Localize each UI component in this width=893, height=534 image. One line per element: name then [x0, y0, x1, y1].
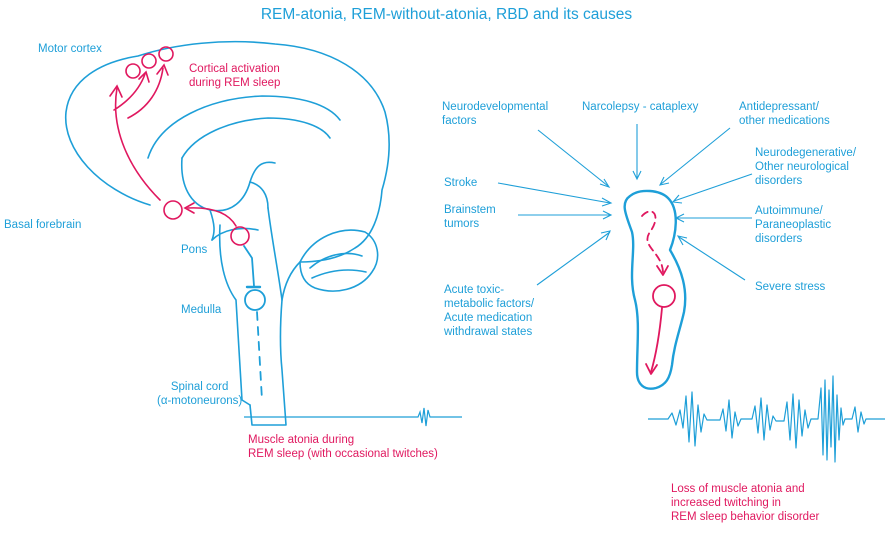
- emg-rbd-trace: [648, 376, 885, 462]
- brainstem-red-neuron: [653, 285, 675, 307]
- brainstem-contour: [220, 208, 282, 405]
- cortex-neuron-2: [142, 54, 156, 68]
- arrow-acute-toxic: [537, 232, 610, 285]
- brainstem-red-path: [642, 211, 663, 272]
- label-spinal-cord: Spinal cord (α-motoneurons): [157, 380, 242, 408]
- label-narcolepsy: Narcolepsy - cataplexy: [582, 100, 698, 114]
- page-title: REM-atonia, REM-without-atonia, RBD and …: [0, 6, 893, 24]
- label-basal-forebrain: Basal forebrain: [4, 218, 81, 232]
- label-autoimmune: Autoimmune/ Paraneoplastic disorders: [755, 204, 831, 246]
- arrow-severe-stress: [679, 237, 745, 280]
- label-acute-toxic: Acute toxic- metabolic factors/ Acute me…: [444, 283, 534, 339]
- label-stroke: Stroke: [444, 176, 477, 190]
- pons-neuron: [231, 227, 249, 245]
- label-rbd: Loss of muscle atonia and increased twit…: [671, 482, 819, 524]
- label-neurodevelopmental: Neurodevelopmental factors: [442, 100, 548, 128]
- brain-sagittal-drawing: [66, 42, 389, 425]
- pons-to-medulla-line: [244, 246, 254, 286]
- label-muscle-atonia: Muscle atonia during REM sleep (with occ…: [248, 433, 438, 461]
- label-pons: Pons: [181, 243, 207, 257]
- medulla-neuron: [245, 290, 265, 310]
- basal-forebrain-neuron: [164, 201, 182, 219]
- cortex-neuron-1: [126, 64, 140, 78]
- label-antidepressant: Antidepressant/ other medications: [739, 100, 830, 128]
- arrow-antidepressant: [661, 128, 730, 184]
- corpus-callosum-upper: [148, 96, 340, 158]
- thalamus-contour: [182, 158, 275, 211]
- label-severe-stress: Severe stress: [755, 280, 825, 294]
- label-cortical-activation: Cortical activation during REM sleep: [189, 62, 280, 90]
- arrow-neurodevelopmental: [538, 130, 608, 186]
- arrow-stroke: [498, 183, 610, 203]
- label-motor-cortex: Motor cortex: [38, 42, 102, 56]
- brainstem-schematic: [625, 191, 686, 389]
- arrow-cortex-2: [114, 74, 145, 110]
- label-medulla: Medulla: [181, 303, 221, 317]
- corpus-callosum-lower: [182, 118, 330, 158]
- emg-atonia-trace: [244, 408, 462, 426]
- label-neurodegenerative: Neurodegenerative/ Other neurological di…: [755, 146, 856, 188]
- label-brainstem-tumors: Brainstem tumors: [444, 203, 496, 231]
- brainstem-red-arrow: [651, 308, 662, 372]
- atonia-pathway: [244, 246, 265, 400]
- arrow-neurodegenerative: [674, 174, 752, 201]
- brain-outer-contour: [66, 42, 389, 425]
- spinal-dashes: [257, 312, 262, 400]
